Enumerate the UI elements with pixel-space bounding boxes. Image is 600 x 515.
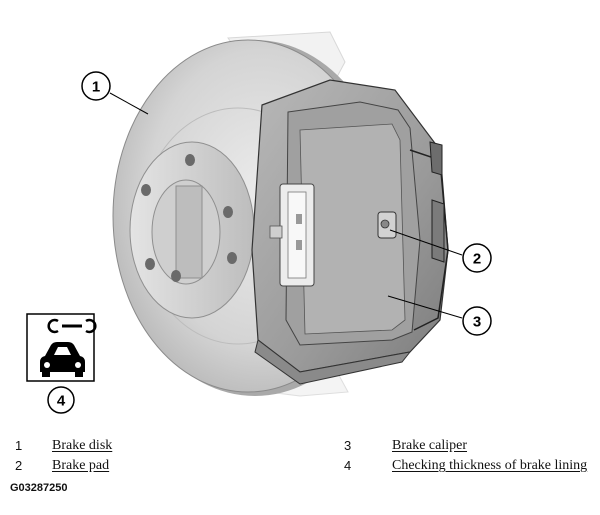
legend-number: 1	[15, 438, 23, 453]
legend-number: 2	[15, 458, 23, 473]
legend-number: 3	[344, 438, 352, 453]
callout-3: 3	[387, 295, 492, 336]
callout-2: 2	[389, 229, 492, 273]
legend-label: Brake disk	[52, 438, 113, 453]
legend-label: Checking thickness of brake lining	[392, 458, 588, 473]
callout-4: 4	[47, 386, 75, 414]
legend-number: 4	[344, 458, 352, 473]
brake-assembly-diagram: 1 2 3 4	[26, 31, 492, 414]
car-icon	[40, 342, 85, 377]
svg-text:2: 2	[473, 251, 481, 268]
guide-pin	[377, 211, 397, 239]
figure-code: G03287250	[10, 482, 68, 494]
brake-pad	[269, 183, 315, 287]
svg-text:1: 1	[92, 79, 100, 96]
wheel-bolt-holes	[141, 154, 237, 282]
wrench-car-icon	[26, 313, 97, 382]
svg-text:3: 3	[473, 314, 481, 331]
legend-label: Brake caliper	[392, 438, 468, 453]
wrench-icon	[47, 318, 97, 334]
legend-label: Brake pad	[52, 458, 110, 473]
callout-1: 1	[81, 71, 149, 115]
svg-text:4: 4	[57, 393, 66, 410]
